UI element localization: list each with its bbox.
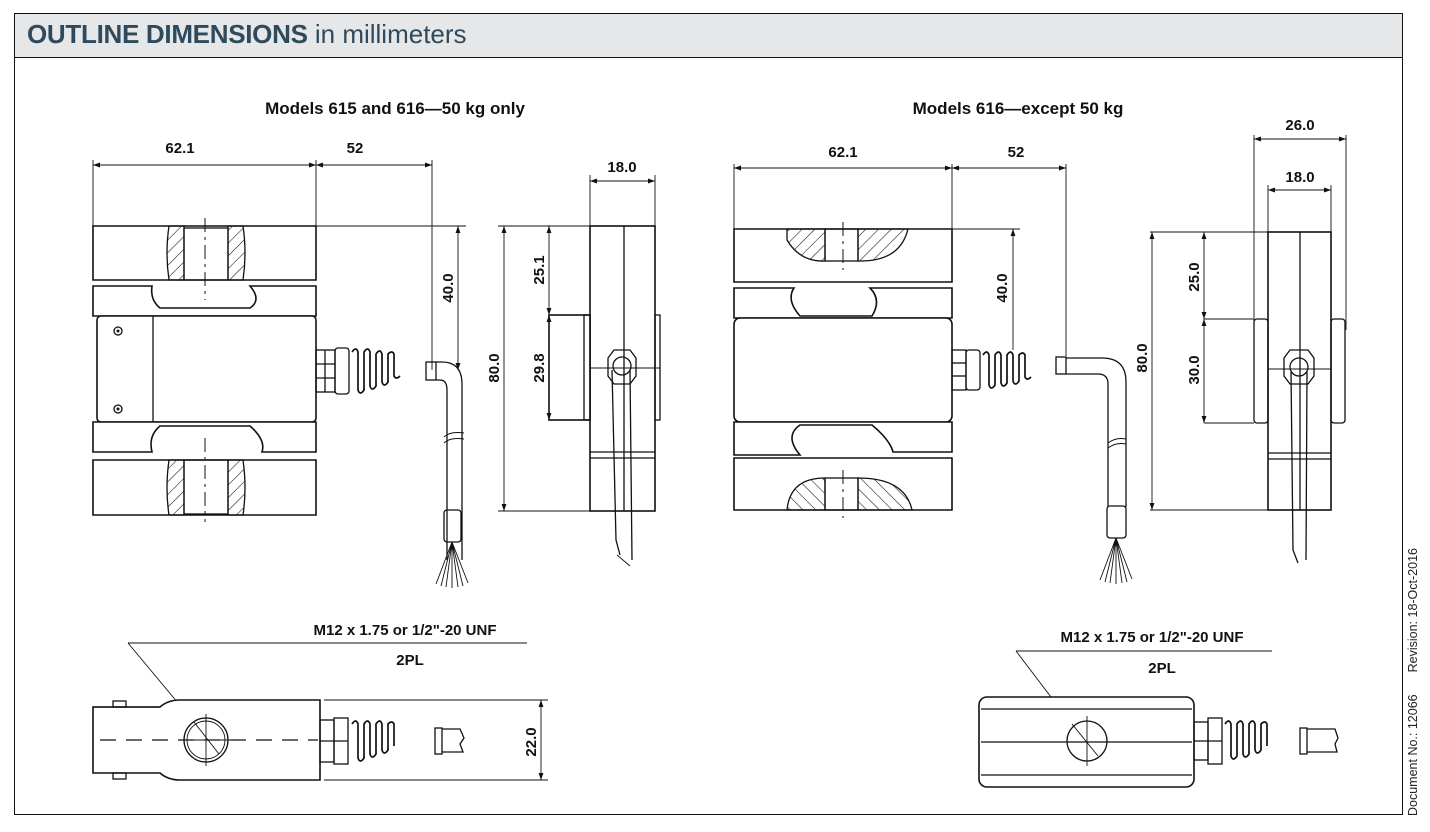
dim-height-label: 80.0 bbox=[486, 353, 503, 382]
drawing-frame: OUTLINE DIMENSIONS in millimeters bbox=[14, 13, 1403, 815]
right-bottom-view: M12 x 1.75 or 1/2"-20 UNF 2PL bbox=[978, 629, 1339, 788]
title-units: in millimeters bbox=[314, 19, 467, 49]
cable-wires bbox=[1099, 537, 1133, 584]
dim-thickness-label: 18.0 bbox=[607, 159, 636, 176]
section-title: OUTLINE DIMENSIONS in millimeters bbox=[27, 19, 467, 50]
right-caption: Models 616—except 50 kg bbox=[913, 99, 1124, 118]
cable-wires bbox=[435, 541, 469, 588]
left-caption: Models 615 and 616—50 kg only bbox=[265, 99, 525, 118]
thread-spec-label: M12 x 1.75 or 1/2"-20 UNF bbox=[313, 622, 496, 639]
dim-bottom-height-label: 22.0 bbox=[523, 727, 540, 756]
dim-cable-height-label: 40.0 bbox=[994, 273, 1011, 302]
thread-spec-label: M12 x 1.75 or 1/2"-20 UNF bbox=[1060, 629, 1243, 646]
dim-thickness-label: 18.0 bbox=[1285, 169, 1314, 186]
strain-relief-spring bbox=[351, 348, 401, 394]
dim-cable-height-label: 40.0 bbox=[440, 273, 457, 302]
dim-width-label: 62.1 bbox=[165, 140, 194, 157]
title-bold: OUTLINE DIMENSIONS bbox=[27, 19, 308, 49]
quantity-label: 2PL bbox=[396, 652, 424, 669]
right-front-view: 62.1 52 bbox=[733, 144, 1133, 584]
left-side-view: 18.0 80.0 25.1 29.8 bbox=[486, 159, 661, 567]
dim-top-offset-label: 25.1 bbox=[531, 255, 548, 284]
dim-plate-height-label: 30.0 bbox=[1186, 355, 1203, 384]
left-drawing-set: Models 615 and 616—50 kg only 62.1 52 bbox=[92, 99, 661, 781]
left-front-view: 62.1 52 bbox=[92, 140, 469, 588]
right-side-view: 26.0 18.0 80.0 25.0 30.0 bbox=[1134, 117, 1347, 564]
dim-cable-label: 52 bbox=[1008, 144, 1025, 161]
quantity-label: 2PL bbox=[1148, 660, 1176, 677]
dim-width-label: 62.1 bbox=[828, 144, 857, 161]
section-header: OUTLINE DIMENSIONS in millimeters bbox=[15, 14, 1402, 58]
dim-height-label: 80.0 bbox=[1134, 343, 1151, 372]
dim-top-offset-label: 25.0 bbox=[1186, 262, 1203, 291]
right-drawing-set: Models 616—except 50 kg 62.1 52 bbox=[733, 99, 1347, 788]
dim-cable-label: 52 bbox=[347, 140, 364, 157]
dim-plate-height-label: 29.8 bbox=[531, 353, 548, 382]
left-bottom-view: M12 x 1.75 or 1/2"-20 UNF 2PL 22.0 bbox=[92, 622, 548, 781]
dim-overall-label: 26.0 bbox=[1285, 117, 1314, 134]
